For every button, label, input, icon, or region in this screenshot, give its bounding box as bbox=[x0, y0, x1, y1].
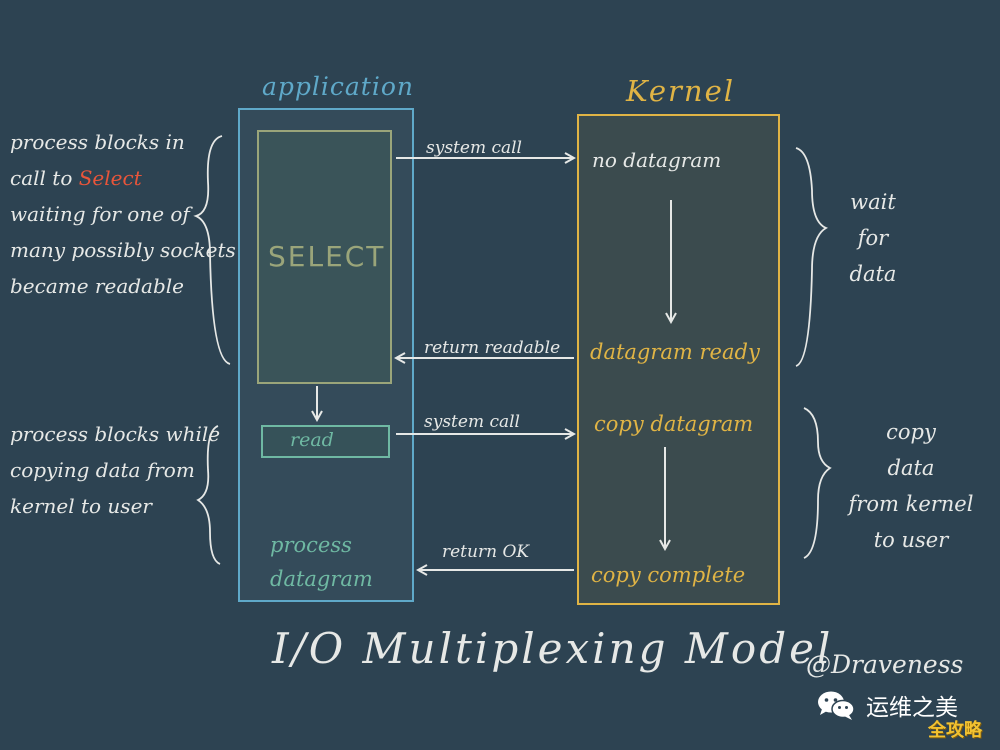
brace-right-bottom bbox=[803, 407, 832, 559]
left-note-bottom-line-2: copying data from bbox=[10, 458, 195, 482]
left-note-top-line-2-prefix: call to bbox=[10, 166, 79, 190]
right-note-copy-data: copy data from kernel to user bbox=[836, 414, 986, 558]
left-note-top-line-2: call to Select bbox=[10, 160, 236, 196]
process-line-1: process bbox=[270, 533, 352, 557]
author-credit: @Draveness bbox=[806, 650, 964, 679]
right-note-top-line-1: wait bbox=[850, 190, 896, 214]
left-note-top-line-3: waiting for one of bbox=[10, 202, 190, 226]
application-title: application bbox=[262, 72, 415, 101]
right-note-wait-for-data: wait for data bbox=[834, 184, 912, 292]
kernel-copy-datagram: copy datagram bbox=[594, 412, 754, 436]
right-note-bottom-line-3: from kernel bbox=[848, 492, 974, 516]
arrow-label-return-ok: return OK bbox=[442, 542, 530, 562]
read-box bbox=[261, 425, 390, 458]
select-box bbox=[257, 130, 392, 384]
right-note-bottom-line-4: to user bbox=[873, 528, 949, 552]
kernel-box bbox=[577, 114, 780, 605]
watermark: 全攻略 bbox=[928, 720, 982, 741]
left-note-top-line-5: became readable bbox=[10, 274, 185, 298]
kernel-datagram-ready: datagram ready bbox=[590, 340, 760, 364]
arrow-label-system-call-2: system call bbox=[424, 412, 520, 432]
left-note-select-blocking: process blocks in call to Select waiting… bbox=[10, 124, 236, 304]
left-note-bottom-line-1: process blocks while bbox=[10, 422, 221, 446]
right-note-top-line-2: for bbox=[857, 226, 889, 250]
kernel-no-datagram: no datagram bbox=[592, 148, 722, 172]
left-note-top-line-4: many possibly sockets bbox=[10, 238, 236, 262]
right-note-bottom-line-1: copy bbox=[886, 420, 936, 444]
diagram-title: I/O Multiplexing Model bbox=[272, 624, 834, 673]
select-accent-word: Select bbox=[78, 166, 142, 190]
right-note-top-line-3: data bbox=[849, 262, 897, 286]
left-note-top-line-1: process blocks in bbox=[10, 130, 185, 154]
arrow-label-return-readable: return readable bbox=[424, 338, 561, 358]
process-datagram-label: process datagram bbox=[270, 528, 373, 596]
wechat-name: 运维之美 bbox=[866, 695, 958, 721]
left-note-bottom-line-3: kernel to user bbox=[10, 494, 152, 518]
arrow-label-system-call-1: system call bbox=[426, 138, 522, 158]
kernel-title: Kernel bbox=[626, 74, 736, 108]
kernel-copy-complete: copy complete bbox=[591, 563, 746, 587]
brace-right-top bbox=[795, 147, 829, 367]
right-note-bottom-line-2: data bbox=[887, 456, 935, 480]
wechat-icon bbox=[818, 691, 855, 720]
process-line-2: datagram bbox=[270, 567, 373, 591]
wechat-account: 运维之美 bbox=[816, 688, 958, 722]
left-note-copy-blocking: process blocks while copying data from k… bbox=[10, 416, 220, 524]
select-label: SELECT bbox=[268, 240, 386, 273]
read-label: read bbox=[290, 429, 334, 451]
